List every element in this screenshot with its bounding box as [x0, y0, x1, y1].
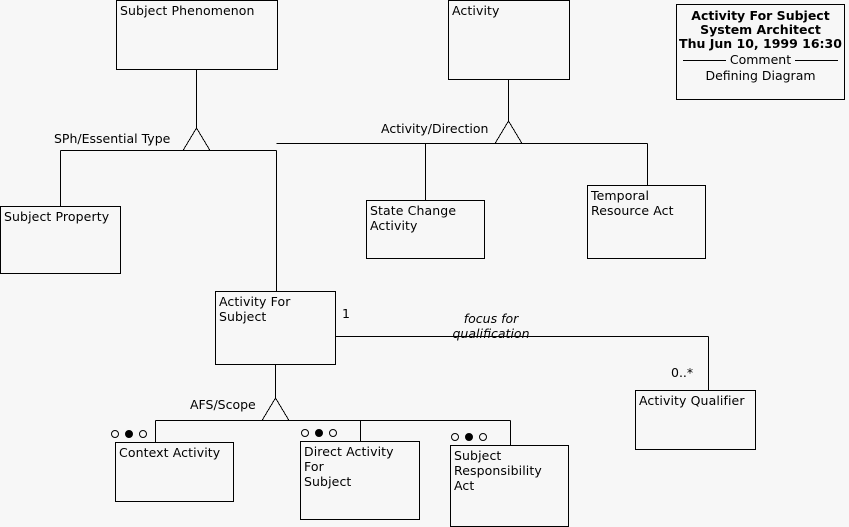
separator-line-right	[795, 59, 838, 61]
title-block-timestamp: Thu Jun 10, 1999 16:30	[679, 36, 842, 51]
title-block-subtitle: Defining Diagram	[705, 68, 816, 83]
title-block-author: System Architect	[700, 22, 821, 37]
title-block-diagram-name: Activity For Subject	[691, 8, 830, 23]
markers-context-activity	[111, 430, 147, 438]
class-box-subject-responsibility-act[interactable]: Subject Responsibility Act	[450, 445, 569, 527]
multiplicity-source: 1	[342, 306, 350, 321]
circle-filled-icon	[465, 433, 473, 441]
separator-line-left	[683, 59, 726, 61]
edge-label-sph-essential-type: SPh/Essential Type	[54, 131, 171, 146]
circle-filled-icon	[315, 429, 323, 437]
circle-filled-icon	[125, 430, 133, 438]
edge-label-afs-scope: AFS/Scope	[190, 397, 256, 412]
class-box-activity-for-subject[interactable]: Activity For Subject	[215, 291, 336, 365]
generalization-triangle-sph	[182, 127, 211, 151]
association-label-line2: qualification	[452, 326, 530, 341]
multiplicity-target: 0..*	[671, 365, 694, 380]
edge-label-activity-direction: Activity/Direction	[381, 121, 489, 136]
class-box-activity-qualifier[interactable]: Activity Qualifier	[635, 390, 756, 450]
class-box-state-change-activity[interactable]: State Change Activity	[366, 200, 485, 259]
markers-direct-activity-for-subject	[301, 429, 337, 437]
generalization-triangle-afs	[261, 397, 290, 421]
class-box-direct-activity-for-subject[interactable]: Direct Activity For Subject	[300, 441, 420, 520]
circle-hollow-icon	[139, 430, 147, 438]
circle-hollow-icon	[111, 430, 119, 438]
circle-hollow-icon	[451, 433, 459, 441]
class-box-subject-phenomenon[interactable]: Subject Phenomenon	[116, 0, 278, 70]
association-label-line1: focus for	[463, 311, 519, 326]
circle-hollow-icon	[479, 433, 487, 441]
circle-hollow-icon	[301, 429, 309, 437]
association-label: focus for qualification	[436, 311, 546, 341]
class-box-context-activity[interactable]: Context Activity	[115, 442, 234, 502]
title-block-comment-label: Comment	[729, 52, 792, 67]
circle-hollow-icon	[329, 429, 337, 437]
class-box-subject-property[interactable]: Subject Property	[0, 206, 121, 274]
title-block: Activity For Subject System Architect Th…	[676, 4, 845, 100]
generalization-triangle-activity	[494, 120, 523, 144]
class-box-activity[interactable]: Activity	[448, 0, 570, 80]
markers-subject-responsibility-act	[451, 433, 487, 441]
title-block-comment-separator: Comment	[677, 53, 844, 67]
class-box-temporal-resource-act[interactable]: Temporal Resource Act	[587, 185, 706, 259]
